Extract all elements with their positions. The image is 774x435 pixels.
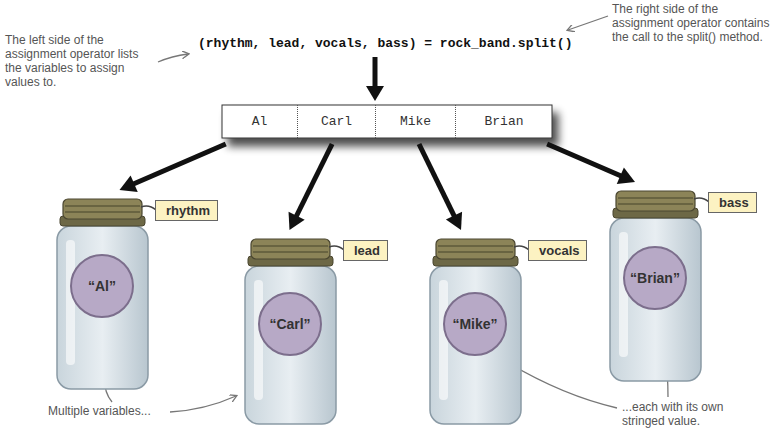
string-value: Carl [321, 114, 352, 129]
tag-string [329, 246, 344, 250]
callout-note: The right side of the assignment operato… [612, 2, 770, 44]
assign-arrow [131, 144, 226, 185]
assign-arrow [419, 144, 456, 219]
lid-stripe [65, 211, 140, 213]
arrowhead [446, 212, 462, 230]
lid-stripe [618, 197, 693, 199]
string-value: “Mike” [452, 316, 497, 332]
jar-glass [430, 266, 521, 424]
string-value: Brian [484, 114, 523, 129]
leader-line [170, 396, 236, 412]
string-value: Mike [400, 114, 431, 129]
jar-glass [245, 266, 336, 424]
callout-note: The left side of the assignment operator… [5, 33, 155, 89]
arrowhead [617, 167, 635, 184]
string-cell: Mike [375, 105, 455, 138]
jar-node: vocals “Mike” [428, 238, 578, 428]
leader-line [568, 16, 608, 30]
string-strip [222, 105, 552, 138]
value-label: “Mike” [443, 292, 507, 356]
callout-note: Multiple variables... [48, 404, 170, 418]
lid-stripe [253, 245, 328, 247]
string-cell: Carl [297, 105, 375, 138]
jar-node: rhythm“Al” [55, 198, 205, 393]
tag-string [694, 198, 709, 202]
jar-glass [57, 226, 148, 389]
lid-stripe [253, 251, 328, 253]
name-tag: lead [343, 240, 388, 261]
jar-glass [610, 218, 701, 381]
variable-name: vocals [539, 243, 579, 258]
string-value: “Brian” [630, 270, 680, 286]
assign-arrow [295, 144, 332, 219]
string-cell: Al [222, 105, 297, 138]
jar-lid [616, 191, 695, 211]
name-tag: vocals [528, 240, 587, 261]
jar-lid [63, 199, 142, 219]
leader-line [158, 54, 188, 62]
value-label: “Al” [70, 254, 134, 318]
jar-node: bass “Brian” [608, 190, 758, 385]
code-arrowhead [366, 86, 384, 101]
name-tag: bass [708, 192, 757, 213]
code-arrow [373, 57, 378, 88]
string-value: Al [252, 114, 268, 129]
variable-name: rhythm [166, 203, 210, 218]
lid-stripe [65, 205, 140, 207]
jar-lid [436, 239, 515, 259]
callout-note: ...each with its own stringed value. [622, 400, 756, 428]
arrowhead [289, 212, 305, 230]
value-label: “Brian” [623, 246, 687, 310]
assign-arrow [547, 144, 624, 177]
lid-stripe [438, 245, 513, 247]
tag-string [141, 206, 156, 210]
string-value: “Carl” [269, 316, 310, 332]
name-tag: rhythm [155, 200, 218, 221]
arrowhead [120, 175, 138, 192]
variable-name: bass [719, 195, 749, 210]
string-cell: Brian [455, 105, 552, 138]
value-label: “Carl” [258, 292, 322, 356]
code-line: (rhythm, lead, vocals, bass) = rock_band… [198, 36, 572, 51]
tag-string [514, 246, 529, 250]
variable-name: lead [354, 243, 380, 258]
lid-stripe [618, 203, 693, 205]
lid-stripe [438, 251, 513, 253]
string-value: “Al” [88, 278, 116, 294]
jar-lid [251, 239, 330, 259]
jar-node: lead “Carl” [243, 238, 393, 428]
